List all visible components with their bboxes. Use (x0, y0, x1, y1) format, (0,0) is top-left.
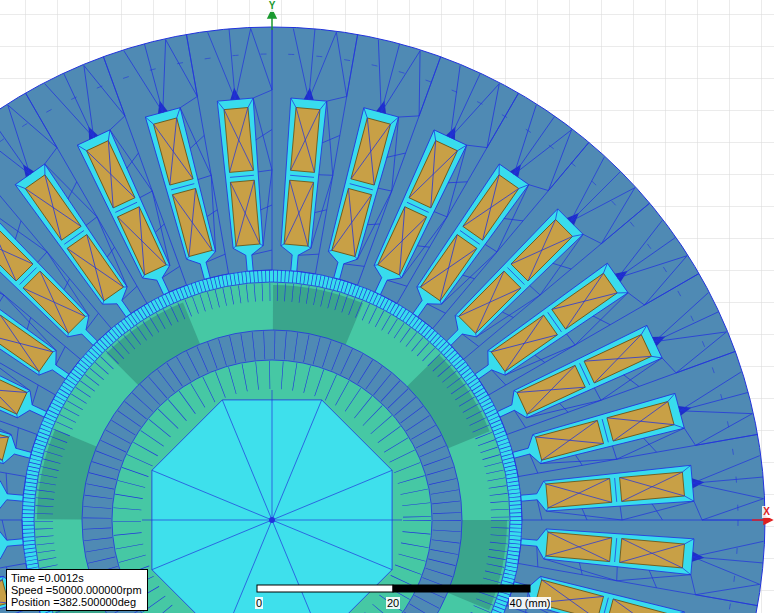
scale-label: 40 (mm) (509, 597, 552, 609)
scale-bar-black (393, 585, 530, 592)
center-point (269, 517, 275, 523)
stator-slots (0, 25, 767, 613)
slot (501, 564, 753, 613)
motor-cross-section (0, 25, 767, 613)
scale-bar-white (257, 585, 393, 592)
shaft-mesh (142, 390, 402, 613)
slot (518, 456, 767, 542)
axis-label: Y (268, 0, 277, 12)
slot (208, 25, 294, 274)
air-gap-mesh (28, 276, 516, 613)
air-gap (22, 270, 522, 613)
y-axis-marker (268, 10, 276, 30)
scale-label: 0 (255, 597, 263, 609)
inner-ring (112, 360, 432, 613)
rotor-sleeve (34, 282, 510, 613)
scale-label: 20 (386, 597, 400, 609)
rotor-core-mesh (97, 345, 447, 613)
info-text: Position =382.500000deg (11, 596, 142, 608)
info-text: Speed =50000.000000rpm (11, 584, 142, 596)
axis-label: X (762, 506, 771, 518)
inner-ring-mesh (127, 375, 417, 613)
info-box: Time =0.0012sSpeed =50000.000000rpmPosit… (6, 569, 148, 611)
rotor-mesh (44, 292, 500, 613)
stator-core (0, 27, 765, 613)
magnet-segments (60, 308, 484, 613)
info-text: Time =0.0012s (11, 572, 142, 584)
